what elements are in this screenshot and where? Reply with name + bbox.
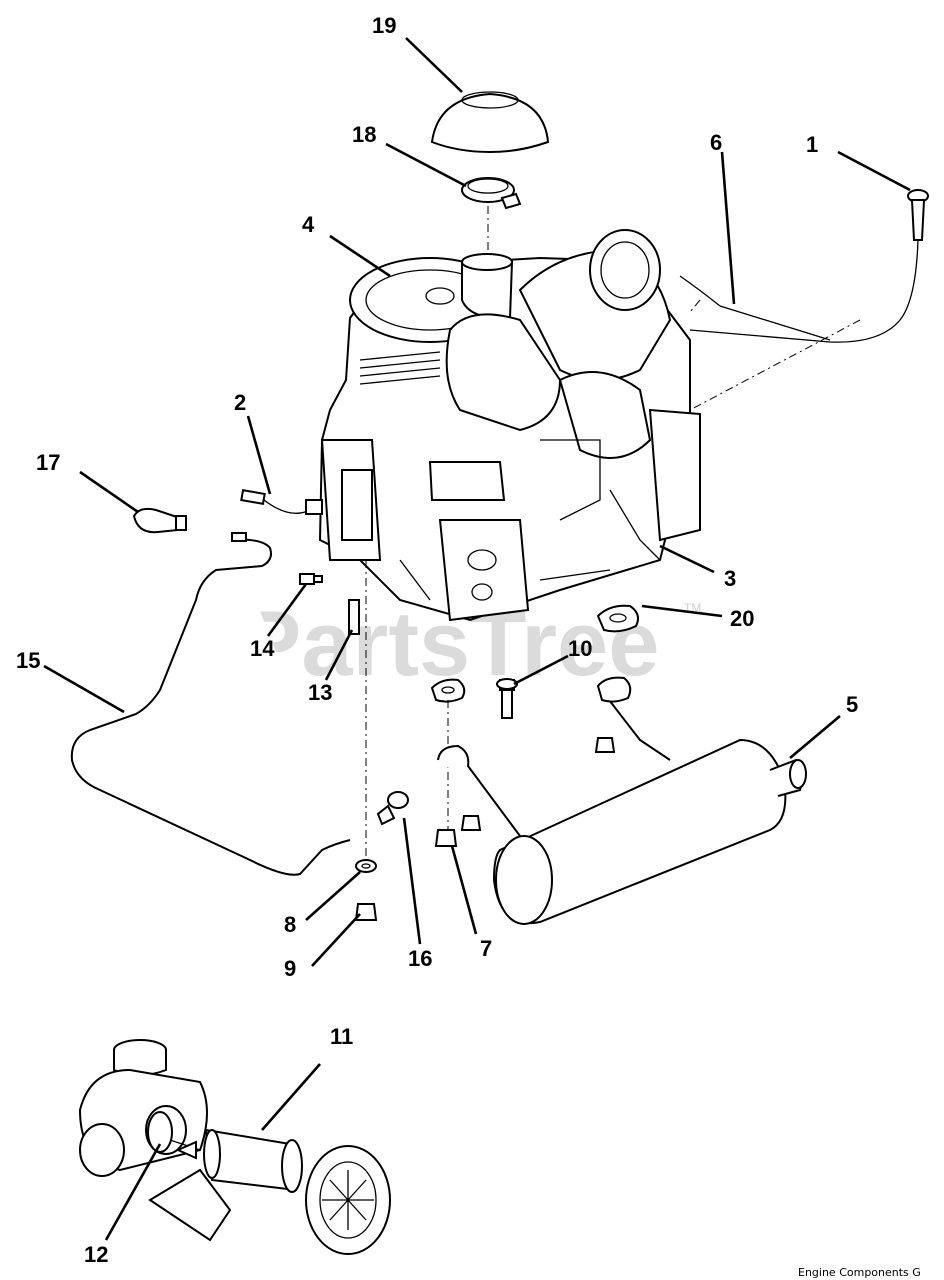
callout-15: 15 — [16, 648, 40, 673]
part-3-engine — [318, 229, 701, 622]
callout-10: 10 — [568, 636, 592, 661]
callout-9: 9 — [284, 956, 296, 981]
part-5-muffler — [437, 676, 807, 925]
part-20-gasket — [596, 604, 639, 633]
callout-18: 18 — [352, 122, 376, 147]
callout-12: 12 — [84, 1242, 108, 1267]
callout-14: 14 — [250, 636, 275, 661]
callout-17: 17 — [36, 450, 60, 475]
part-7-nut — [434, 737, 616, 847]
part-2-wire-harness — [240, 489, 323, 515]
callout-8: 8 — [284, 912, 296, 937]
callout-16: 16 — [408, 946, 432, 971]
part-18-hose-clamp — [461, 177, 522, 210]
callout-6: 6 — [710, 130, 722, 155]
callout-5: 5 — [846, 692, 858, 717]
part-17-spark-plug-boot — [132, 507, 187, 534]
callout-7: 7 — [480, 936, 492, 961]
callout-labels: 19 18 4 1 6 2 17 3 20 10 5 14 13 15 8 9 … — [16, 13, 858, 1267]
part-11-air-filter — [203, 1128, 391, 1255]
part-10-fitting — [496, 678, 518, 719]
part-9-nut — [354, 903, 378, 921]
callout-11: 11 — [330, 1024, 353, 1049]
inset-air-cleaner-detail — [78, 1039, 232, 1242]
leader-lines — [43, 37, 911, 1241]
part-8-washer — [355, 859, 377, 873]
part-13-dowel — [348, 599, 360, 635]
figure-caption: Engine Components G — [798, 1266, 921, 1279]
callout-1: 1 — [806, 132, 818, 157]
part-1-dipstick — [689, 189, 929, 343]
callout-3: 3 — [724, 566, 736, 591]
part-12-inner-element — [147, 1111, 173, 1153]
part-19-air-cleaner-cover — [430, 91, 550, 154]
exhaust-gasket-left — [430, 678, 466, 703]
callout-4: 4 — [302, 212, 315, 237]
part-6-dipstick-tube — [679, 275, 831, 341]
part-15-bent-tube — [70, 532, 351, 876]
callout-19: 19 — [372, 13, 396, 38]
part-14-bolt — [299, 573, 323, 585]
callout-20: 20 — [730, 606, 754, 631]
callout-13: 13 — [308, 680, 332, 705]
part-16-elbow — [376, 791, 409, 826]
callout-2: 2 — [234, 390, 246, 415]
